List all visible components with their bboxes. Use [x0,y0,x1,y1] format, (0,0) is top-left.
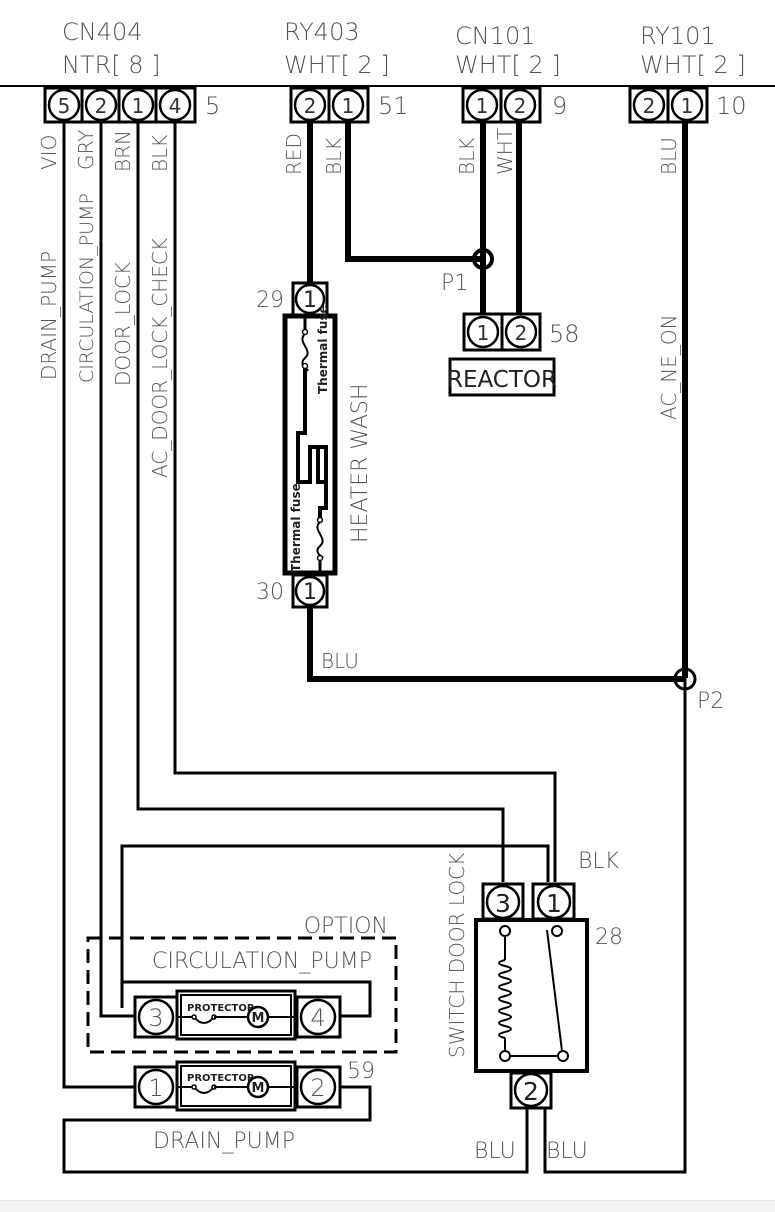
reactor-pin: 1 [477,321,490,345]
circ-pump-pin: 3 [148,1004,163,1032]
option-boundary [86,936,398,1054]
cn101-pin: 2 [514,94,527,118]
ry403-wires [307,122,483,284]
cn101-wires [480,122,522,314]
junction-p2-label: P2 [697,689,724,714]
heater-top-ref: 29 [256,288,284,313]
signal-door-lock: DOOR_LOCK [111,262,135,386]
ry101-wires [543,122,688,1174]
signal-circulation-pump: CIRCULATION_PUMP [76,193,98,383]
protector-label: PROTECTOR [187,1003,255,1014]
reactor-pin: 2 [515,321,528,345]
drain-pump-return-wire [62,1085,529,1174]
drain-pump: 1 PROTECTOR M 2 [133,1060,342,1112]
ry403-connector: 2 1 [289,86,370,124]
reactor-connector: 1 2 [462,312,542,352]
wire-color-gry: GRY [74,130,98,170]
reactor-ref: 58 [549,320,580,348]
heater-blu-wire [307,607,685,682]
ry403-pin: 1 [342,94,355,118]
drain-pump-ref: 59 [347,1059,375,1084]
wire-color-blk: BLK [148,135,172,172]
junction-p1-label: P1 [441,271,468,296]
cn101-connector: 1 2 [461,86,542,124]
ry403-pin: 2 [304,94,317,118]
cn404-connector: 5 2 1 4 [43,86,197,124]
drain-pump-pin: 1 [148,1074,163,1102]
cn101-spec: WHT[ 2 ] [455,51,561,79]
reactor-label: REACTOR [447,367,557,393]
heater-out-color: BLU [321,649,359,673]
heater-bottom-terminal: 1 [291,573,329,609]
door-lock-bottom-terminal: 2 [509,1071,553,1110]
ry101-name: RY101 [640,22,716,50]
door-lock-pin: 1 [546,889,562,918]
cn404-pin: 2 [95,94,108,118]
signal-drain-pump: DRAIN_PUMP [37,251,61,380]
motor-label: M [252,1011,265,1026]
cn404-ref: 5 [205,92,220,120]
door-lock-top-color: BLK [578,849,620,874]
cn404-pin: 5 [58,94,71,118]
door-lock-label: SWITCH DOOR LOCK [445,853,469,1058]
thermal-fuse-label: Thermal fuse [289,483,303,572]
reactor-box [448,357,556,397]
ry403-ref: 51 [378,92,409,120]
circulation-pump: 3 PROTECTOR M 4 [133,989,342,1041]
wire-color-brn: BRN [111,130,135,172]
cn101-name: CN101 [455,22,536,50]
door-lock-ref: 28 [595,925,623,950]
thermal-fuse-label: Thermal fuse [316,305,330,394]
door-lock-pin: 3 [495,889,511,918]
option-label: OPTION [304,914,388,939]
protector-label: PROTECTOR [187,1073,255,1084]
circulation-pump-label: CIRCULATION_PUMP [152,949,372,974]
cn404-pin: 4 [169,94,182,118]
wire-color-blu: BLU [657,137,681,175]
ry403-spec: WHT[ 2 ] [284,51,390,79]
ry101-pin: 2 [643,94,656,118]
heater-element [296,316,328,573]
door-lock-top-terminals: 3 1 [481,882,576,921]
door-lock-bottom-color: BLU [546,1139,588,1164]
wire-color-wht: WHT [493,128,517,175]
heater-body [282,313,338,576]
ry101-spec: WHT[ 2 ] [640,51,746,79]
wire-color-vio: VIO [37,135,61,170]
junction-p1 [472,248,494,270]
cn404-pin: 1 [132,94,145,118]
signal-ac-door-lock-check: AC_DOOR_LOCK_CHECK [148,238,172,478]
door-lock-pin: 2 [523,1077,539,1106]
ry101-connector: 2 1 [628,86,709,124]
heater-bottom-ref: 30 [256,580,284,605]
wire-color-blk: BLK [322,138,346,175]
drain-pump-pin: 2 [310,1074,325,1102]
door-lock-internals [498,925,569,1062]
circ-pump-pin: 4 [310,1004,325,1032]
junction-p2 [673,667,697,691]
wire-color-red: RED [282,133,306,175]
cn404-spec: NTR[ 8 ] [62,51,161,79]
heater-bottom-pin: 1 [303,580,317,605]
heater-label: HEATER WASH [348,383,373,543]
cn404-name: CN404 [62,18,143,46]
circ-pump-return-wire [120,844,550,1008]
motor-label: M [252,1081,265,1096]
door-lock-bottom-color: BLU [474,1139,516,1164]
cn101-ref: 9 [552,92,567,120]
ry101-ref: 10 [716,92,747,120]
signal-ac-ne-on: AC_NE_ON [657,314,681,420]
drain-pump-label: DRAIN_PUMP [153,1129,295,1154]
heater-top-pin: 1 [303,288,317,313]
coil-icon [498,959,512,1039]
bottom-strip [0,1200,775,1212]
ry403-name: RY403 [284,18,360,46]
cn101-pin: 1 [476,94,489,118]
ry101-pin: 1 [681,94,694,118]
wire-color-blk: BLK [455,138,479,175]
door-lock-body [474,918,589,1073]
circ-pump-pin4-wire [122,980,372,1018]
